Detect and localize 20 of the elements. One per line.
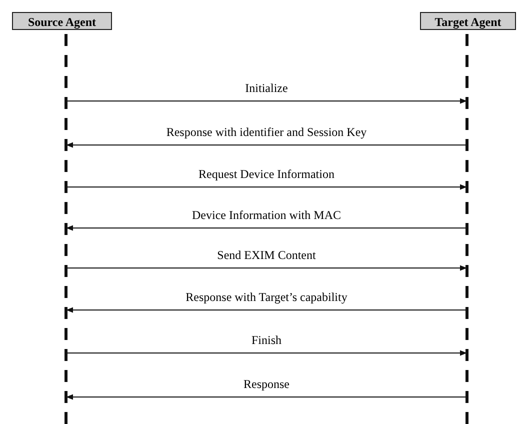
edge-label: Initialize <box>243 81 290 95</box>
message-arrow <box>66 184 468 190</box>
message-arrow <box>66 142 468 148</box>
message-arrow <box>66 350 468 356</box>
participant-box: Target Agent <box>420 12 516 30</box>
message-arrow <box>66 225 468 231</box>
lifeline <box>12 12 112 424</box>
edge-label: Response <box>242 377 292 391</box>
message-arrow <box>66 394 468 400</box>
message-arrow <box>66 265 468 271</box>
lifeline <box>420 12 516 424</box>
edge-label: Send EXIM Content <box>215 248 318 262</box>
edge-label: Finish <box>250 333 284 347</box>
message-arrow <box>66 307 468 313</box>
message-arrow <box>66 98 468 104</box>
edge-label: Response with identifier and Session Key <box>164 125 369 139</box>
participant-box: Source Agent <box>12 12 112 30</box>
edge-label: Response with Target’s capability <box>184 290 350 304</box>
edge-label: Request Device Information <box>196 167 336 181</box>
edge-label: Device Information with MAC <box>190 208 343 222</box>
